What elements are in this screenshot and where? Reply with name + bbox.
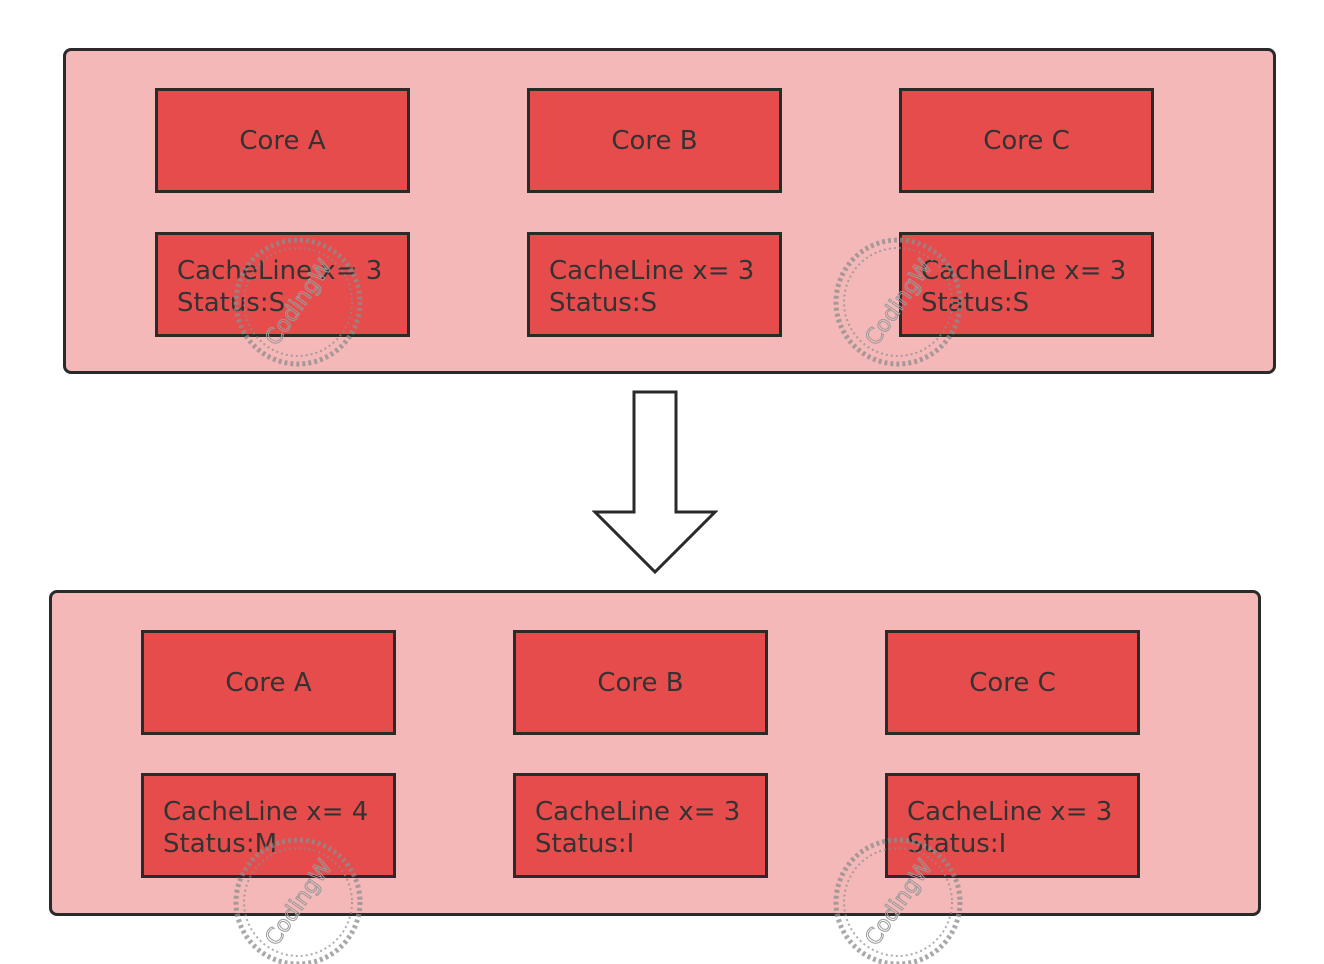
- after-core-b-cacheline: CacheLine x= 3 Status:I: [513, 773, 768, 878]
- core-label: Core C: [983, 125, 1070, 156]
- down-arrow-icon: [592, 390, 718, 575]
- cacheline-value: CacheLine x= 3: [549, 256, 755, 286]
- core-label: Core C: [969, 667, 1056, 698]
- before-core-c-box: Core C: [899, 88, 1154, 193]
- after-core-a-box: Core A: [141, 630, 396, 735]
- after-core-a-cacheline: CacheLine x= 4 Status:M: [141, 773, 396, 878]
- cacheline-status: Status:S: [177, 288, 286, 318]
- core-label: Core A: [239, 125, 326, 156]
- cacheline-status: Status:I: [535, 829, 635, 859]
- cacheline-value: CacheLine x= 3: [177, 256, 383, 286]
- core-label: Core B: [597, 667, 684, 698]
- cacheline-value: CacheLine x= 3: [907, 797, 1113, 827]
- before-core-b-cacheline: CacheLine x= 3 Status:S: [527, 232, 782, 337]
- cacheline-value: CacheLine x= 3: [921, 256, 1127, 286]
- core-label: Core B: [611, 125, 698, 156]
- before-core-a-cacheline: CacheLine x= 3 Status:S: [155, 232, 410, 337]
- cacheline-status: Status:S: [921, 288, 1030, 318]
- before-core-c-cacheline: CacheLine x= 3 Status:S: [899, 232, 1154, 337]
- after-core-b-box: Core B: [513, 630, 768, 735]
- cacheline-status: Status:I: [907, 829, 1007, 859]
- cacheline-value: CacheLine x= 4: [163, 797, 369, 827]
- cacheline-value: CacheLine x= 3: [535, 797, 741, 827]
- after-core-c-cacheline: CacheLine x= 3 Status:I: [885, 773, 1140, 878]
- after-core-c-box: Core C: [885, 630, 1140, 735]
- core-label: Core A: [225, 667, 312, 698]
- cacheline-status: Status:S: [549, 288, 658, 318]
- before-core-b-box: Core B: [527, 88, 782, 193]
- cacheline-status: Status:M: [163, 829, 278, 859]
- before-core-a-box: Core A: [155, 88, 410, 193]
